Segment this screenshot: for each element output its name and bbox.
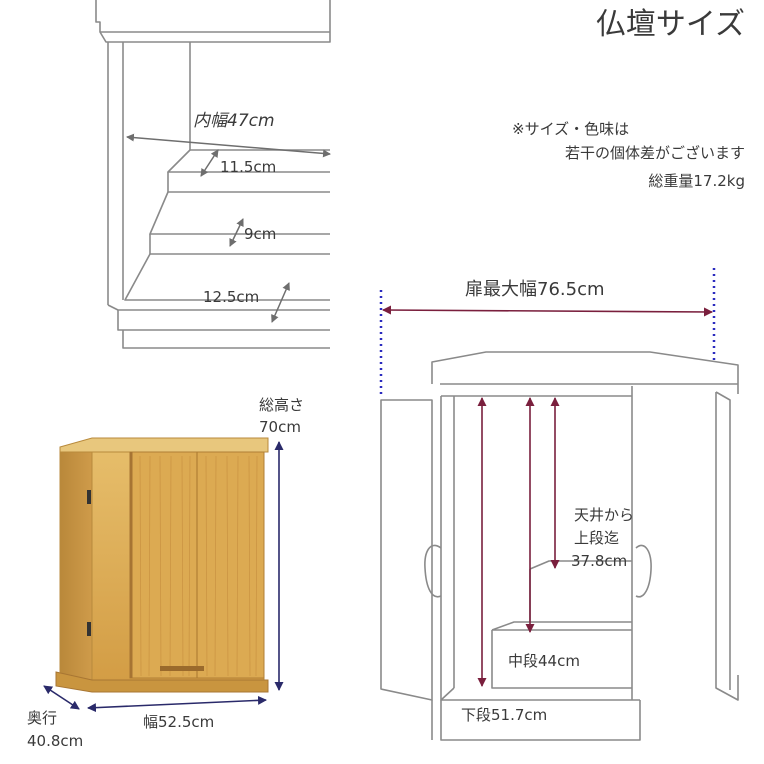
middle-step-depth-arrow bbox=[229, 218, 244, 247]
total-height-label-2: 70cm bbox=[259, 418, 301, 436]
ceiling-upper-label-2: 上段迄 bbox=[574, 529, 619, 547]
lower-step-depth-label: 12.5cm bbox=[203, 288, 259, 306]
door-max-width-arrow bbox=[382, 305, 713, 317]
page-title: 仏壇サイズ bbox=[596, 7, 745, 42]
width-label: 幅52.5cm bbox=[143, 713, 214, 731]
lower-step-label: 下段51.7cm bbox=[461, 706, 547, 724]
ceiling-upper-label-3: 37.8cm bbox=[571, 552, 627, 570]
width-arrow bbox=[87, 695, 267, 713]
ceiling-upper-label-1: 天井から bbox=[574, 506, 634, 524]
depth-label-1: 奥行 bbox=[27, 709, 57, 727]
upper-step-depth-arrow bbox=[200, 149, 219, 177]
note-line1: ※サイズ・色味は bbox=[512, 120, 629, 138]
upper-step-depth-label: 11.5cm bbox=[220, 158, 276, 176]
lower-step-depth-arrow bbox=[271, 282, 290, 323]
cabinet-product-photo bbox=[55, 437, 269, 693]
depth-arrow bbox=[43, 685, 80, 710]
total-height-label-1: 総高さ bbox=[259, 396, 304, 414]
middle-step-label: 中段44cm bbox=[508, 652, 580, 670]
door-max-width-label: 扉最大幅76.5cm bbox=[465, 279, 605, 300]
inner-width-arrow bbox=[126, 133, 331, 158]
note-line2: 若干の個体差がございます bbox=[565, 144, 745, 162]
depth-label-2: 40.8cm bbox=[27, 732, 83, 750]
total-weight: 総重量17.2kg bbox=[648, 172, 745, 190]
inner-width-label: 内幅47cm bbox=[193, 111, 275, 131]
front-view-drawing bbox=[380, 351, 739, 741]
middle-step-depth-label: 9cm bbox=[244, 225, 276, 243]
